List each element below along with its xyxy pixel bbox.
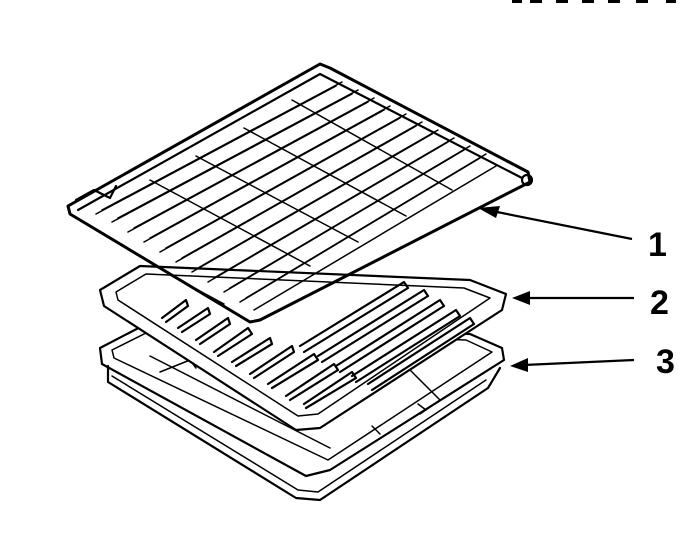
oven-rack xyxy=(66,62,534,324)
cropped-header-marks xyxy=(512,0,676,3)
rack-rods xyxy=(95,81,497,311)
callout-leader-3 xyxy=(510,358,635,372)
grid-slots xyxy=(160,280,476,410)
callout-label-1: 1 xyxy=(648,226,667,264)
broiler-grid xyxy=(98,264,508,432)
callout-label-3: 3 xyxy=(656,343,675,381)
rack-cross-rods xyxy=(149,99,453,305)
callout-label-2: 2 xyxy=(650,284,669,322)
callout-leader-2 xyxy=(512,291,634,305)
callout-leader-1 xyxy=(478,206,633,241)
